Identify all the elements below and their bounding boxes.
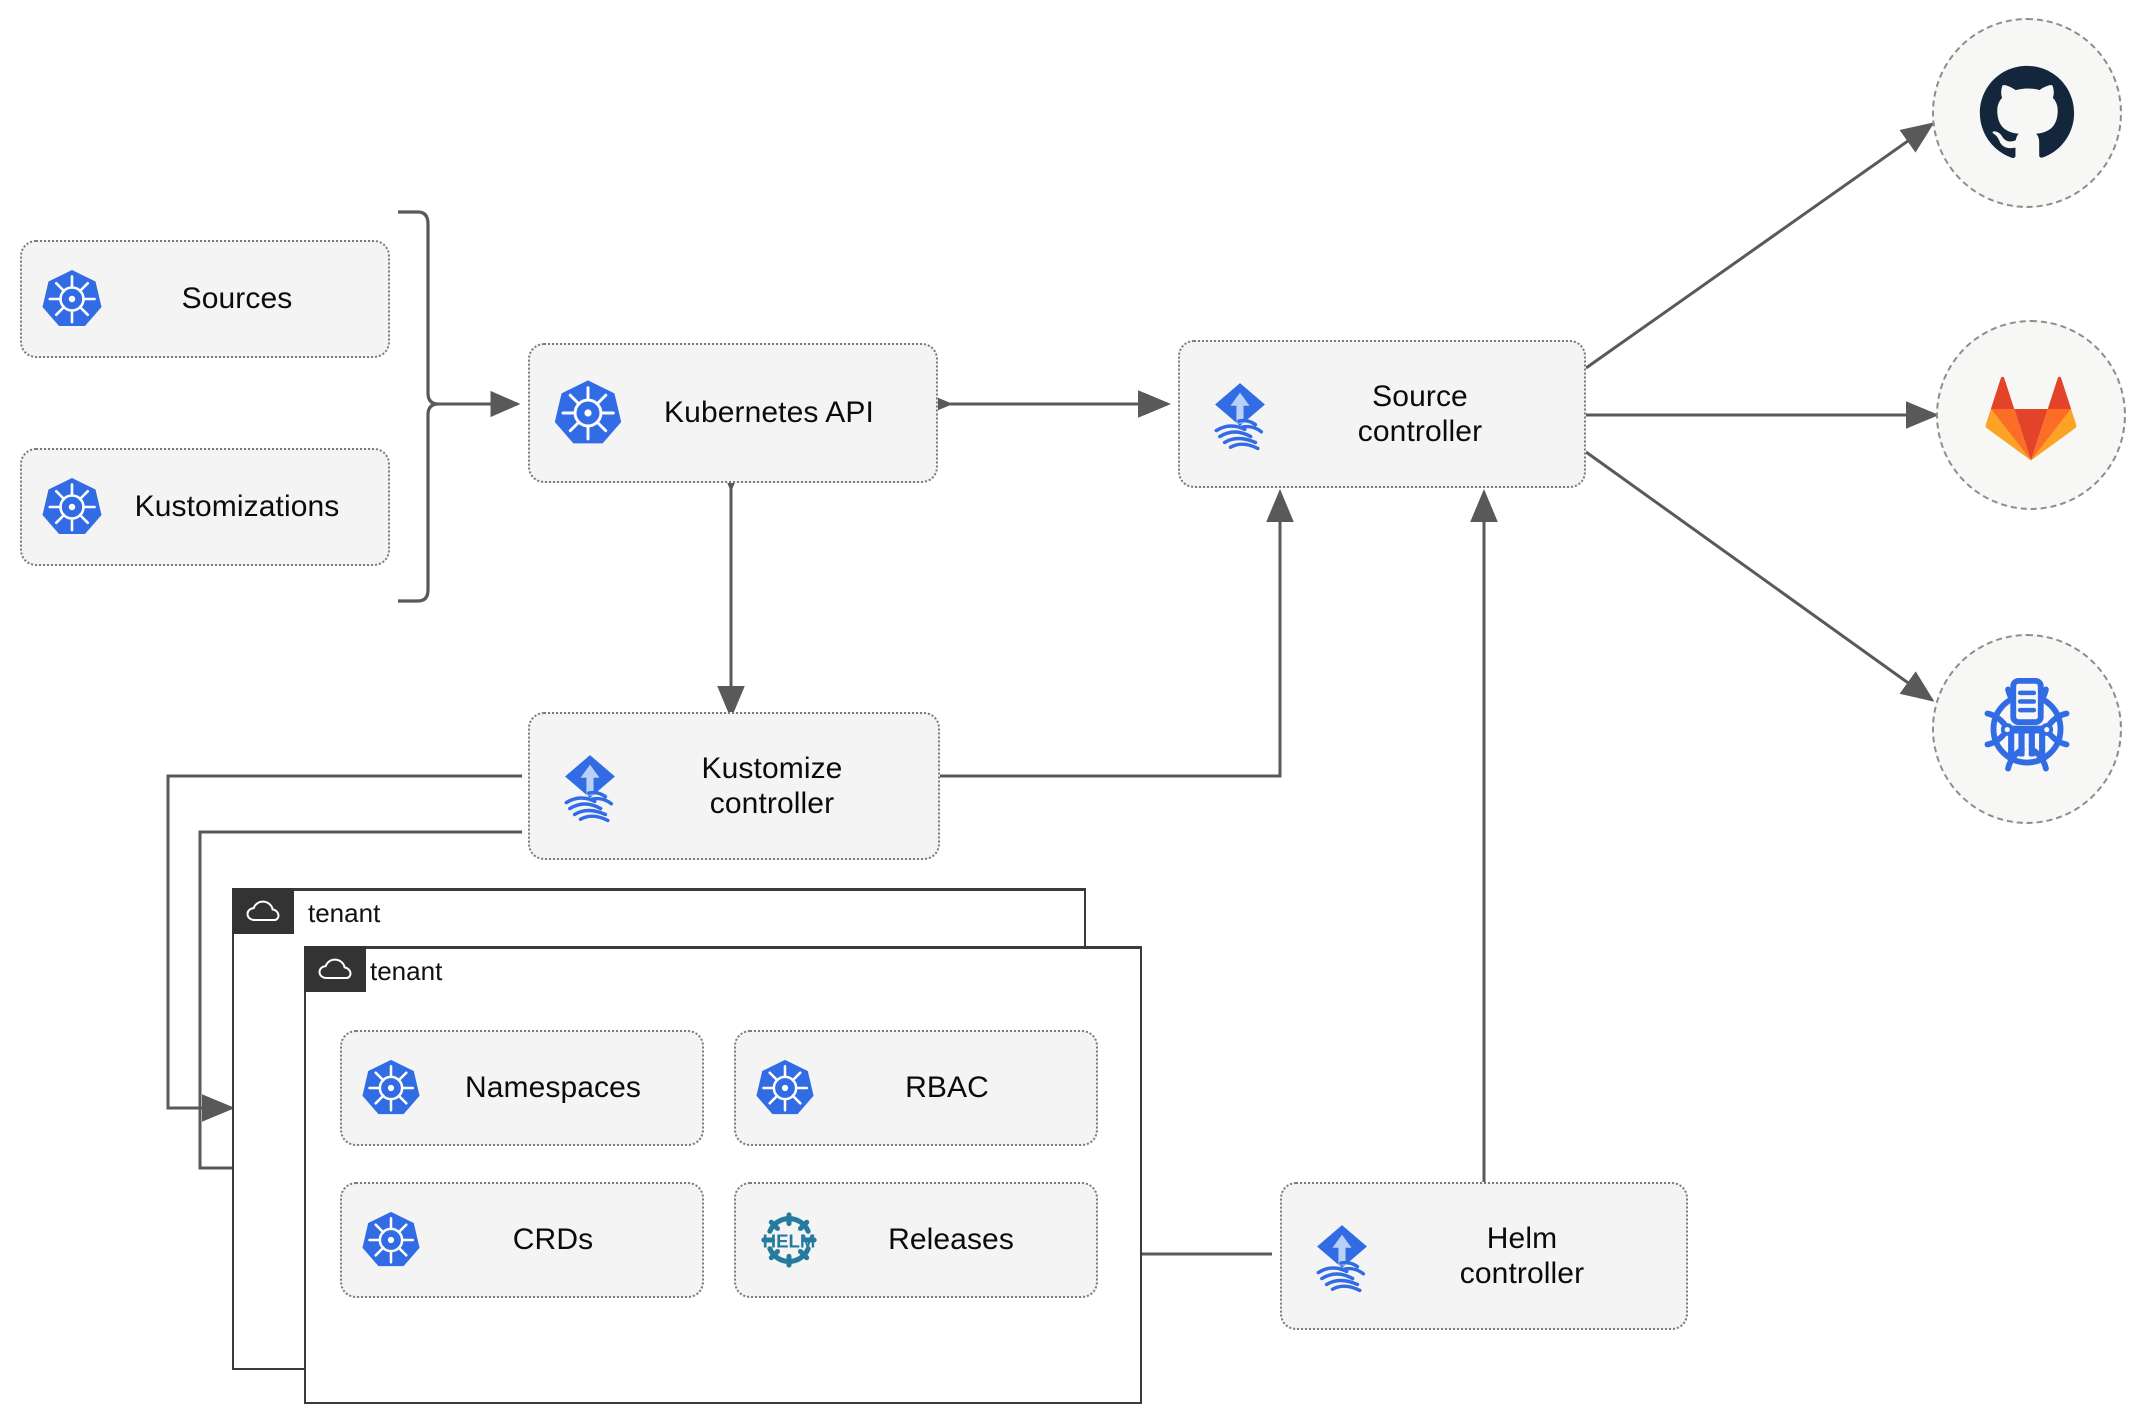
tenant-window-front: [304, 946, 1142, 1404]
node-label: Source controller: [1278, 379, 1562, 450]
kubernetes-icon: [42, 478, 102, 534]
cloud-icon: [318, 958, 352, 979]
provider-github[interactable]: [1932, 18, 2122, 208]
node-label: Helm controller: [1380, 1221, 1664, 1292]
kubernetes-icon: [362, 1211, 420, 1267]
provider-gitlab[interactable]: [1936, 320, 2126, 510]
card-crds[interactable]: CRDs: [340, 1182, 704, 1298]
card-label: Releases: [888, 1223, 1014, 1257]
card-kustomizations[interactable]: Kustomizations: [20, 448, 390, 566]
node-helm-controller[interactable]: Helm controller: [1280, 1182, 1688, 1330]
node-label-line2: controller: [709, 787, 835, 820]
cloud-icon: [246, 900, 280, 921]
node-label-line1: Source: [1372, 379, 1468, 413]
tenant-tab-underline-front: [366, 946, 1142, 949]
tenant-tab-back[interactable]: [232, 888, 294, 934]
kubernetes-icon: [362, 1059, 420, 1115]
provider-bucket[interactable]: [1932, 634, 2122, 824]
github-icon: [1979, 65, 2075, 158]
tenant-tab-underline-back: [294, 888, 1086, 891]
tenant-label-front: tenant: [370, 956, 443, 986]
card-namespaces[interactable]: Namespaces: [340, 1030, 704, 1146]
card-label: RBAC: [905, 1071, 989, 1105]
card-rbac[interactable]: RBAC: [734, 1030, 1098, 1146]
card-releases[interactable]: HELM Releases: [734, 1182, 1098, 1298]
node-label-line2: controller: [1357, 415, 1483, 448]
card-label: Sources: [181, 282, 293, 316]
card-label: Kustomizations: [134, 490, 340, 524]
card-label: Namespaces: [464, 1071, 642, 1105]
bucket-icon: [1984, 677, 2070, 772]
card-label: CRDs: [512, 1223, 594, 1257]
node-kubernetes-api[interactable]: Kubernetes API: [528, 343, 938, 483]
flux-icon: [1316, 1225, 1367, 1293]
tenant-label-back: tenant: [308, 898, 381, 928]
flux-icon: [1214, 383, 1265, 451]
node-label: Kubernetes API: [664, 396, 874, 430]
kubernetes-icon: [554, 380, 622, 444]
helm-icon: HELM: [761, 1212, 817, 1268]
node-label-line1: Kustomize: [701, 751, 843, 785]
node-label-line1: Helm: [1486, 1221, 1558, 1255]
flux-icon: [564, 755, 615, 823]
kubernetes-icon: [42, 270, 102, 326]
gitlab-icon: [1985, 376, 2077, 461]
node-source-controller[interactable]: Source controller: [1178, 340, 1586, 488]
node-label: Kustomize controller: [628, 751, 916, 822]
card-sources[interactable]: Sources: [20, 240, 390, 358]
tenant-tab-front[interactable]: [304, 946, 366, 992]
node-label-line2: controller: [1459, 1257, 1585, 1290]
svg-text:HELM: HELM: [763, 1231, 816, 1252]
node-kustomize-controller[interactable]: Kustomize controller: [528, 712, 940, 860]
kubernetes-icon: [756, 1059, 814, 1115]
